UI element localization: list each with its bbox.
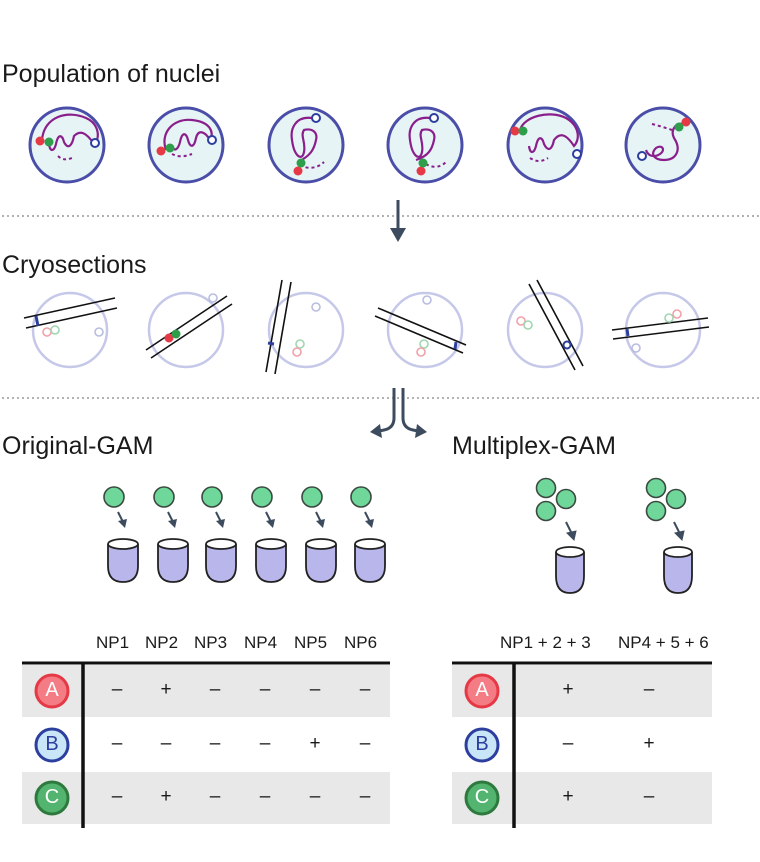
orig-col-header: NP1: [96, 633, 130, 652]
multiplex-tube-1: [555, 546, 585, 594]
mplx-badge-a-icon: [464, 673, 500, 709]
table-cell: –: [259, 733, 271, 754]
nucleus-1: [28, 106, 106, 184]
multiplex-arrow-2: [673, 521, 685, 541]
nucleus-2: [147, 106, 225, 184]
tube-arrow-icon: [315, 511, 325, 528]
tube-arrow-icon: [167, 511, 177, 528]
tube-2: [157, 538, 189, 583]
split-arrow-icon: [370, 388, 427, 438]
multiplex-tube-2: [663, 546, 693, 594]
tube-6: [354, 538, 386, 583]
table-cell: –: [643, 786, 655, 807]
nucleus-5: [506, 106, 584, 184]
tube-5: [305, 538, 337, 583]
table-cell: –: [111, 679, 123, 700]
population-title: Population of nuclei: [2, 60, 221, 88]
table-cell: +: [562, 679, 574, 700]
mplx-col-header: NP1 + 2 + 3: [500, 633, 591, 652]
table-cell: –: [259, 679, 271, 700]
mplx-col-header: NP4 + 5 + 6: [618, 633, 709, 652]
nucleus-6: [624, 106, 702, 184]
multiplex-arrow-1: [565, 521, 577, 541]
cryosections-title: Cryosections: [2, 251, 147, 279]
orig-badge-b-label: B: [45, 733, 59, 755]
tube-arrow-icon: [265, 511, 275, 528]
orig-col-header: NP6: [344, 633, 378, 652]
nuclear-profile-6: [350, 486, 372, 508]
tube-3: [205, 538, 237, 583]
table-cell: –: [111, 786, 123, 807]
mplx-badge-a-label: A: [475, 679, 489, 701]
table-cell: +: [309, 733, 321, 754]
cryosection-6: [611, 291, 710, 369]
tube-4: [255, 538, 287, 583]
orig-col-header: NP5: [294, 633, 328, 652]
nuclear-profile-3: [201, 486, 223, 508]
table-cell: –: [309, 786, 321, 807]
table-cell: –: [359, 679, 371, 700]
mplx-badge-b-label: B: [475, 733, 489, 755]
down-arrow-icon: [390, 200, 406, 242]
table-cell: –: [209, 679, 221, 700]
table-cell: –: [643, 679, 655, 700]
table-cell: +: [160, 786, 172, 807]
tube-arrow-icon: [117, 511, 127, 528]
orig-col-header: NP3: [194, 633, 228, 652]
table-cell: +: [562, 786, 574, 807]
cryosection-1: [23, 291, 118, 369]
multiplex-np-1: [535, 477, 577, 522]
tube-1: [107, 538, 139, 583]
table-cell: –: [209, 786, 221, 807]
table-cell: +: [643, 733, 655, 754]
orig-badge-b-icon: [34, 727, 70, 763]
mplx-badge-c-icon: [464, 780, 500, 816]
table-cell: –: [359, 786, 371, 807]
original-gam-title: Original-GAM: [2, 432, 154, 460]
table-cell: –: [562, 733, 574, 754]
cryosection-3: [265, 279, 345, 375]
cryosection-2: [145, 291, 233, 369]
nuclear-profile-4: [251, 486, 273, 508]
original-np-tubes: [103, 486, 386, 583]
table-cell: +: [160, 679, 172, 700]
nuclear-profile-1: [103, 486, 125, 508]
tube-arrow-icon: [215, 511, 225, 528]
nuclear-profile-5: [301, 486, 323, 508]
cryosection-5: [506, 279, 584, 371]
orig-col-header: NP2: [145, 633, 179, 652]
orig-col-header: NP4: [244, 633, 278, 652]
orig-badge-a-icon: [34, 673, 70, 709]
multiplex-gam-title: Multiplex-GAM: [452, 432, 616, 460]
mplx-badge-c-label: C: [474, 786, 490, 808]
table-cell: –: [359, 733, 371, 754]
nucleus-4: [386, 106, 464, 184]
table-cell: –: [259, 786, 271, 807]
cryosection-4: [374, 291, 467, 369]
orig-badge-c-icon: [34, 780, 70, 816]
nucleus-3: [267, 106, 345, 184]
table-cell: –: [209, 733, 221, 754]
nuclear-profile-2: [153, 486, 175, 508]
table-cell: –: [160, 733, 172, 754]
orig-badge-a-label: A: [45, 679, 59, 701]
tube-arrow-icon: [364, 511, 374, 528]
orig-badge-c-label: C: [44, 786, 60, 808]
table-cell: –: [111, 733, 123, 754]
multiplex-np-2: [645, 477, 687, 522]
mplx-badge-b-icon: [464, 727, 500, 763]
table-cell: –: [309, 679, 321, 700]
